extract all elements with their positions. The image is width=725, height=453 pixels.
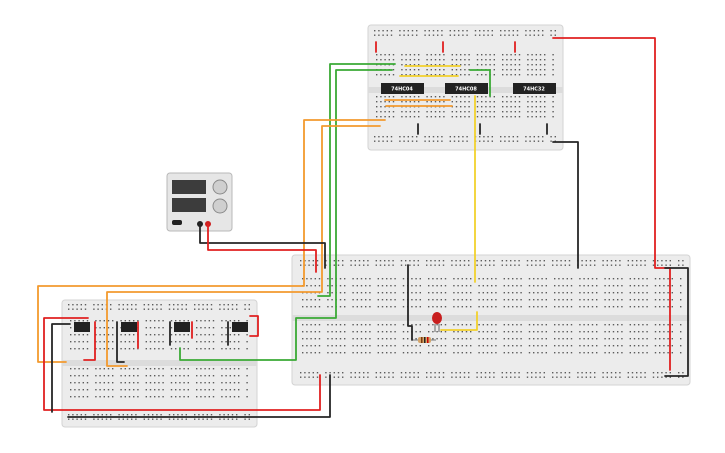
wire-black[interactable]: [552, 141, 579, 269]
slide-switch[interactable]: [232, 322, 248, 332]
slide-switches[interactable]: [74, 322, 248, 332]
psu-display-top: [172, 180, 206, 194]
wire-orange[interactable]: [37, 119, 386, 363]
wires[interactable]: [37, 37, 689, 418]
breadboard-main[interactable]: [291, 254, 691, 386]
chip-label: 74HC08: [455, 87, 477, 93]
psu-power-switch[interactable]: [172, 220, 182, 225]
wire-orange[interactable]: [106, 125, 381, 367]
wire-black[interactable]: [67, 374, 331, 418]
wire-black[interactable]: [199, 223, 326, 269]
breadboard-top-holes: [374, 30, 556, 142]
chip-74hc04[interactable]: 74HC04: [381, 83, 424, 94]
power-supply[interactable]: [166, 172, 233, 232]
chip-74hc32[interactable]: 74HC32: [513, 83, 556, 94]
wire-red[interactable]: [43, 317, 321, 411]
wire-yellow[interactable]: [440, 311, 478, 331]
slide-switch[interactable]: [74, 322, 90, 332]
led[interactable]: [432, 312, 442, 332]
chip-label: 74HC32: [523, 87, 545, 93]
wire-red[interactable]: [552, 37, 671, 371]
wire-black[interactable]: [116, 321, 125, 363]
wire-black[interactable]: [664, 267, 689, 377]
wire-black[interactable]: [51, 323, 71, 413]
wire-red[interactable]: [207, 223, 317, 273]
wire-orange[interactable]: [384, 99, 453, 107]
chip-label: 74HC04: [391, 87, 413, 93]
slide-switch[interactable]: [121, 322, 137, 332]
slide-switch[interactable]: [174, 322, 190, 332]
resistor[interactable]: [412, 337, 436, 343]
wire-black[interactable]: [407, 264, 413, 341]
wire-green[interactable]: [317, 63, 396, 297]
psu-display-bottom: [172, 198, 206, 212]
breadboard-left[interactable]: [61, 299, 258, 428]
wire-green[interactable]: [469, 69, 491, 97]
wire-red[interactable]: [83, 321, 96, 361]
wire-red[interactable]: [375, 41, 516, 53]
wire-green[interactable]: [179, 69, 393, 361]
wire-red[interactable]: [249, 315, 259, 337]
chip-74hc08[interactable]: 74HC08: [445, 83, 488, 94]
wire-black[interactable]: [417, 123, 548, 135]
psu-knob-voltage[interactable]: [212, 179, 228, 195]
wire-yellow[interactable]: [399, 65, 461, 77]
breadboard-left-holes: [68, 304, 250, 420]
psu-knob-current[interactable]: [212, 198, 228, 214]
